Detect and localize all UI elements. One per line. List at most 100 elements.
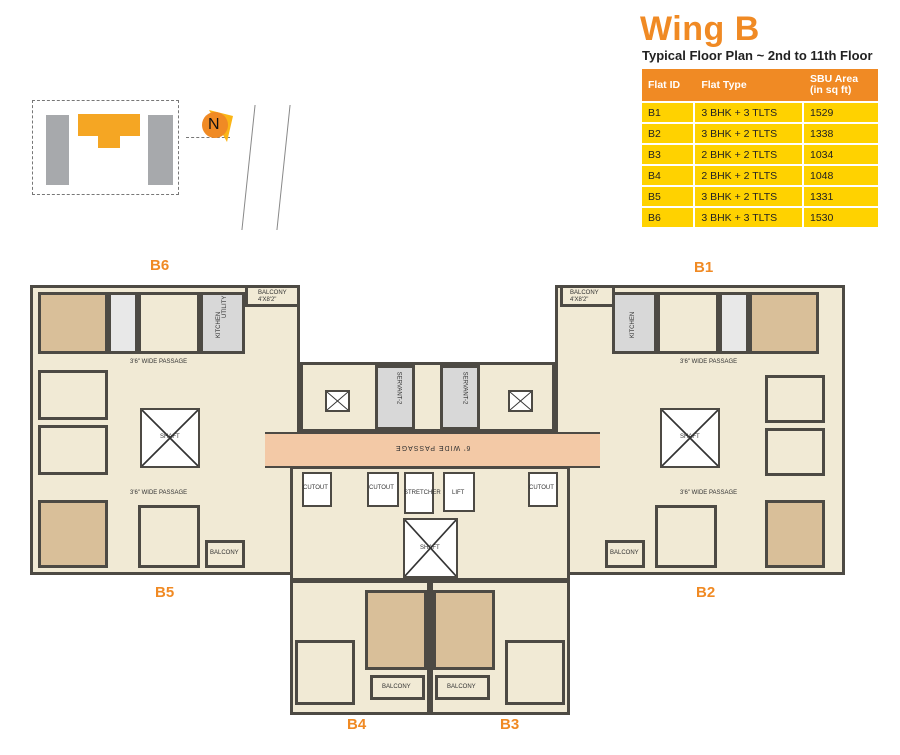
stretcher-lift [404, 472, 434, 514]
b2-balcony [605, 540, 645, 568]
b2-balcony-label: BALCONY [610, 550, 639, 556]
b5-balcony-label: BALCONY [210, 550, 239, 556]
cutout-3-label: CUTOUT [529, 485, 554, 491]
header-flat-id: Flat ID [642, 69, 696, 101]
left-shaft-label: SHAFT [160, 434, 180, 440]
wing-c-block [148, 115, 173, 185]
sbu-area-cell: 1338 [804, 124, 878, 143]
b5-passage-label: 3'6" WIDE PASSAGE [130, 490, 188, 496]
b6-kitchen [200, 292, 245, 354]
north-arrow-icon [202, 110, 233, 142]
sbu-area-cell: 1529 [804, 103, 878, 122]
flat-label-b5: B5 [155, 584, 175, 601]
b1-kitchen-label: KITCHEN [630, 311, 637, 339]
b3-balcony-label: BALCONY [447, 684, 476, 690]
flat-id-cell: B2 [642, 124, 696, 143]
servant-room-left [375, 365, 415, 430]
flat-type-cell: 2 BHK + 2 TLTS [695, 145, 804, 164]
b5-bedroom [138, 505, 200, 568]
flat-id-cell: B3 [642, 145, 696, 164]
left-stair-well [325, 390, 350, 412]
b1-kitchen [612, 292, 657, 354]
b1-bedroom-2 [765, 375, 825, 423]
sbu-area-cell: 1034 [804, 145, 878, 164]
north-indicator: N [199, 108, 233, 142]
stretcher-label: STRETCHER [404, 490, 441, 496]
wing-subtitle: Typical Floor Plan ~ 2nd to 11th Floor [642, 48, 873, 63]
flat-type-cell: 3 BHK + 2 TLTS [695, 124, 804, 143]
b6-bedroom-2 [38, 370, 108, 420]
right-shaft-label: SHAFT [680, 434, 700, 440]
b1-passage-label: 3'6" WIDE PASSAGE [680, 359, 738, 365]
b3-balcony [435, 675, 490, 700]
flat-type-cell: 3 BHK + 3 TLTS [695, 208, 804, 227]
left-shaft [140, 408, 200, 468]
b3-master-bedroom [433, 590, 495, 670]
north-label: N [208, 116, 220, 133]
b4-bedroom [295, 640, 355, 705]
b4-master-bedroom [365, 590, 427, 670]
b4-balcony-label: BALCONY [382, 684, 411, 690]
b2-bedroom [655, 505, 717, 568]
center-shaft [403, 518, 458, 578]
b6-master-bedroom [38, 292, 108, 354]
flat-label-b3: B3 [500, 716, 520, 733]
flat-label-b1: B1 [694, 259, 714, 276]
b6-passage-label: 3'6" WIDE PASSAGE [130, 359, 188, 365]
cutout-3 [528, 472, 558, 507]
b1-master-bedroom [749, 292, 819, 354]
b6-bedroom [138, 292, 200, 354]
b5-balcony [205, 540, 245, 568]
right-shaft [660, 408, 720, 468]
flat-id-cell: B4 [642, 166, 696, 185]
central-passage-label: 6' WIDE PASSAGE [395, 444, 471, 451]
lift [443, 472, 475, 512]
header-flat-type: Flat Type [695, 69, 804, 101]
b6-toilet [108, 292, 138, 354]
b1-balcony-label: BALCONY [570, 290, 599, 296]
center-shaft-label: SHAFT [420, 545, 440, 551]
b2-bedroom-2 [765, 428, 825, 476]
b5-bedroom-2 [38, 425, 108, 475]
servant-right-label: SERVANT-2 [461, 371, 468, 405]
table-header-row: Flat ID Flat Type SBU Area (in sq ft) [642, 69, 878, 101]
b1-balcony-size: 4'X8'2" [570, 297, 589, 303]
b2-master-bedroom [765, 500, 825, 568]
b1-toilet [719, 292, 749, 354]
site-boundary-ext [186, 137, 230, 139]
header-sbu-area: SBU Area (in sq ft) [804, 69, 878, 101]
cutout-2-label: CUTOUT [369, 485, 394, 491]
sbu-area-cell: 1048 [804, 166, 878, 185]
flat-id-cell: B5 [642, 187, 696, 206]
servant-left-label: SERVANT-2 [395, 371, 402, 405]
servant-room-right [440, 365, 480, 430]
b6-balcony [245, 285, 300, 307]
site-boundary [32, 100, 179, 195]
flat-type-cell: 3 BHK + 2 TLTS [695, 187, 804, 206]
flat-label-b4: B4 [347, 716, 367, 733]
flat-id-cell: B6 [642, 208, 696, 227]
flat-area-table: Flat ID Flat Type SBU Area (in sq ft) B1… [642, 67, 878, 229]
road [241, 105, 291, 230]
b5-master-bedroom [38, 500, 108, 568]
flat-label-b2: B2 [696, 584, 716, 601]
lift-label: LIFT [452, 490, 465, 496]
sbu-area-cell: 1331 [804, 187, 878, 206]
wing-a-block [46, 115, 69, 185]
right-stair-well [508, 390, 533, 412]
b6-utility-label: UTILITY [222, 295, 228, 318]
b3-bedroom [505, 640, 565, 705]
cutout-2 [367, 472, 399, 507]
b6-balcony-label: BALCONY [258, 290, 287, 296]
b1-bedroom [657, 292, 719, 354]
b2-passage-label: 3'6" WIDE PASSAGE [680, 490, 738, 496]
flat-type-cell: 3 BHK + 3 TLTS [695, 103, 804, 122]
wing-b-block-lower [98, 130, 120, 148]
b4-balcony [370, 675, 425, 700]
